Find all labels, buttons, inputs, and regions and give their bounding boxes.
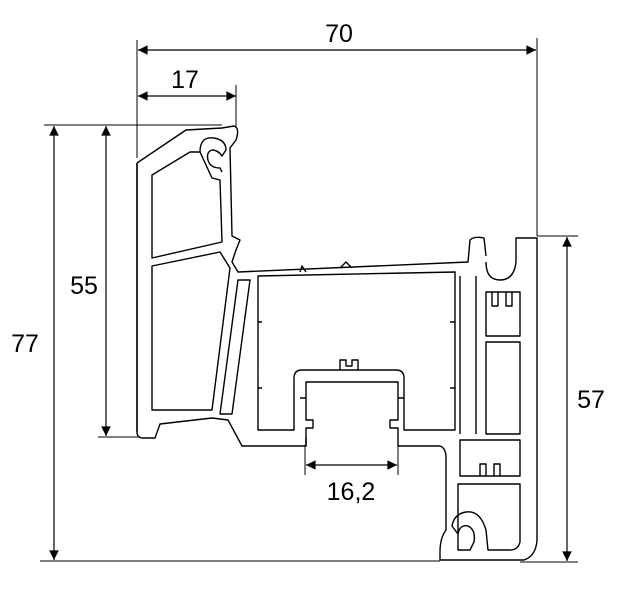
sash-top-gasket — [299, 261, 353, 273]
label-reinforcement-width: 16,2 — [327, 478, 376, 506]
main-chamber-rib-right — [450, 321, 455, 389]
main-chamber-rib-left — [258, 321, 262, 389]
label-overall-width: 70 — [325, 20, 353, 48]
glazing-bead-hook — [199, 137, 227, 173]
label-sash-width: 17 — [171, 66, 199, 94]
dimension-lines — [49, 45, 572, 562]
label-sash-height: 55 — [70, 272, 98, 300]
frame-chamber-3-clip — [479, 463, 501, 476]
frame-separator — [459, 276, 477, 434]
sash-diagonal-wall — [219, 279, 251, 415]
sash-main-chamber — [257, 271, 456, 431]
frame-chamber-2 — [485, 341, 521, 435]
frame-outline — [398, 237, 538, 561]
frame-chamber-1 — [485, 291, 521, 337]
profile-section — [136, 125, 538, 561]
extension-lines — [40, 38, 578, 563]
label-overall-height: 77 — [11, 330, 39, 358]
sash-outline — [136, 125, 487, 447]
label-frame-height: 57 — [577, 386, 605, 414]
reinforcement-clip — [339, 359, 359, 370]
frame-chamber-1-clip — [491, 292, 513, 307]
reinforcement-channel — [305, 381, 399, 446]
sash-upper-chamber — [151, 151, 223, 259]
frame-lower-chamber — [451, 483, 521, 551]
sash-lower-chamber — [151, 251, 231, 411]
frame-chamber-3 — [459, 439, 521, 477]
